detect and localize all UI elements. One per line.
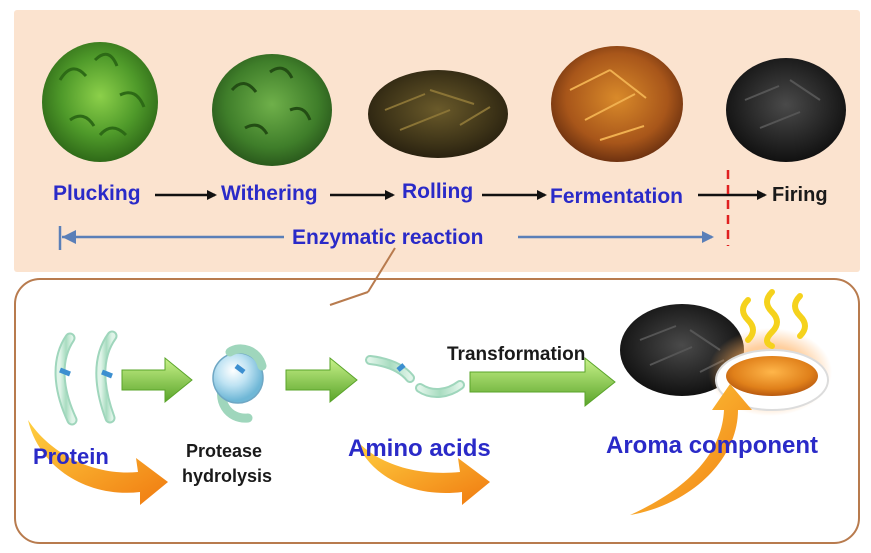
step-plucking: Plucking — [53, 182, 141, 205]
tea-cup-icon — [708, 328, 832, 416]
green-arrow-2 — [285, 356, 358, 404]
green-arrow-transformation — [469, 356, 616, 408]
protease-enzyme-icon — [212, 344, 267, 423]
orange-swoosh-arrow-2 — [356, 440, 490, 505]
step-rolling: Rolling — [402, 180, 474, 203]
orange-swoosh-arrow-3 — [630, 384, 752, 515]
fresh-leaf-pile-icon — [42, 42, 158, 162]
protein-strand-icon — [54, 330, 118, 426]
withered-leaf-pile-icon — [212, 54, 332, 166]
protease-label-line2: hydrolysis — [182, 466, 273, 486]
transformation-label: Transformation — [447, 344, 586, 365]
protein-label: Protein — [33, 444, 109, 469]
rolled-leaf-pile-icon — [368, 70, 508, 158]
enzymatic-reaction-label: Enzymatic reaction — [292, 226, 484, 249]
enzymatic-span — [58, 226, 714, 250]
green-arrow-1 — [121, 356, 193, 404]
amino-acid-fragment-icon — [365, 355, 465, 398]
steam-wave-icon — [740, 289, 808, 349]
aroma-component-label: Aroma component — [606, 432, 819, 459]
fired-leaf-pile-icon — [726, 58, 846, 162]
step-firing: Firing — [772, 184, 828, 206]
amino-acids-label: Amino acids — [348, 435, 491, 462]
fermented-leaf-pile-icon — [551, 46, 683, 162]
protease-label-line1: Protease — [186, 441, 263, 461]
orange-swoosh-arrow-1 — [28, 420, 168, 505]
step-withering: Withering — [221, 182, 318, 205]
callout-connector — [367, 247, 396, 293]
step-fermentation: Fermentation — [550, 185, 684, 208]
